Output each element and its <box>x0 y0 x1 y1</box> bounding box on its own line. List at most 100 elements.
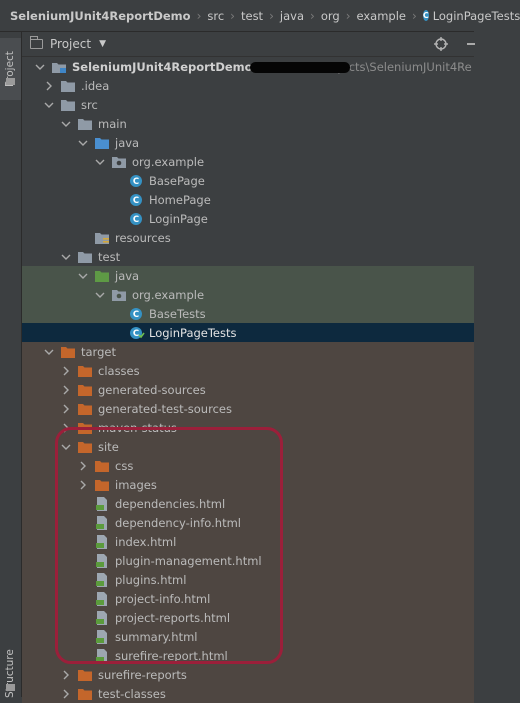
locate-file-icon[interactable] <box>434 37 448 51</box>
navigation-breadcrumb: SeleniumJUnit4ReportDemo › src › test › … <box>0 0 520 32</box>
source-folder-icon <box>94 136 110 150</box>
tree-item-target[interactable]: target <box>22 342 474 361</box>
folder-icon <box>30 36 43 49</box>
tree-item-css[interactable]: css <box>22 456 474 475</box>
tree-item-summary-html[interactable]: summary.html <box>22 627 474 646</box>
tree-label: plugin-management.html <box>115 553 262 568</box>
html-file-icon <box>94 496 110 511</box>
svg-text:C: C <box>133 329 139 339</box>
html-file-icon <box>94 553 110 568</box>
chevron-right-icon[interactable] <box>60 688 72 700</box>
tree-label: site <box>98 439 119 454</box>
chevron-down-icon[interactable] <box>34 61 46 73</box>
tree-item-test[interactable]: test <box>22 247 474 266</box>
tree-item-homepage[interactable]: C HomePage <box>22 190 474 209</box>
tree-label: resources <box>115 230 171 245</box>
tree-item-dependencies-html[interactable]: dependencies.html <box>22 494 474 513</box>
tree-item-images[interactable]: images <box>22 475 474 494</box>
tree-item-surefire-reports[interactable]: surefire-reports <box>22 665 474 684</box>
chevron-right-icon: › <box>196 8 202 23</box>
tree-item-loginpagetests[interactable]: C LoginPageTests <box>22 323 474 342</box>
tree-label: project-info.html <box>115 591 211 606</box>
svg-text:C: C <box>133 177 139 187</box>
structure-tool-tab[interactable]: Structure <box>4 649 16 698</box>
tree-item-project-info-html[interactable]: project-info.html <box>22 589 474 608</box>
excluded-folder-icon <box>60 345 76 359</box>
chevron-down-icon[interactable] <box>60 251 72 263</box>
tree-item-dependency-info-html[interactable]: dependency-info.html <box>22 513 474 532</box>
caret-down-icon[interactable]: ▼ <box>99 39 106 49</box>
breadcrumb-example[interactable]: example <box>356 8 407 23</box>
tree-item-main-java[interactable]: java <box>22 133 474 152</box>
project-panel-header: Project ▼ <box>22 32 475 57</box>
tree-item-surefire-report-html[interactable]: surefire-report.html <box>22 646 474 665</box>
class-icon: C <box>128 212 144 226</box>
tree-item-classes[interactable]: classes <box>22 361 474 380</box>
chevron-down-icon[interactable] <box>43 346 55 358</box>
excluded-folder-icon <box>77 440 93 454</box>
breadcrumb-org[interactable]: org <box>320 8 340 23</box>
breadcrumb-test[interactable]: test <box>240 8 264 23</box>
resources-folder-icon <box>94 231 110 245</box>
tree-item-src[interactable]: src <box>22 95 474 114</box>
tree-item-site[interactable]: site <box>22 437 474 456</box>
chevron-right-icon[interactable] <box>60 669 72 681</box>
folder-icon <box>60 79 76 93</box>
breadcrumb-loginpagetests[interactable]: LoginPageTests <box>432 8 520 23</box>
chevron-right-icon[interactable] <box>60 365 72 377</box>
chevron-right-icon[interactable] <box>60 384 72 396</box>
chevron-right-icon[interactable] <box>43 80 55 92</box>
chevron-down-icon[interactable] <box>94 156 106 168</box>
breadcrumb-src[interactable]: src <box>207 8 225 23</box>
folder-icon <box>77 250 93 264</box>
breadcrumb-project[interactable]: SeleniumJUnit4ReportDemo <box>10 8 191 23</box>
tree-item-generated-test-sources[interactable]: generated-test-sources <box>22 399 474 418</box>
chevron-down-icon[interactable] <box>77 270 89 282</box>
tree-label: test <box>98 249 121 264</box>
tree-item-plugin-management-html[interactable]: plugin-management.html <box>22 551 474 570</box>
minimize-icon[interactable] <box>467 43 475 45</box>
chevron-down-icon[interactable] <box>77 137 89 149</box>
tree-label: surefire-reports <box>98 667 187 682</box>
tree-label: target <box>81 344 116 359</box>
tree-item-idea[interactable]: .idea <box>22 76 474 95</box>
panel-title[interactable]: Project <box>50 37 92 51</box>
structure-icon <box>6 684 15 691</box>
class-icon: C <box>128 193 144 207</box>
tree-item-test-classes[interactable]: test-classes <box>22 684 474 703</box>
tree-label: org.example <box>132 287 205 302</box>
tree-label: org.example <box>132 154 205 169</box>
chevron-right-icon: › <box>345 8 351 23</box>
tree-label: BaseTests <box>149 306 206 321</box>
tree-label: test-classes <box>98 686 166 701</box>
folder-icon <box>60 98 76 112</box>
chevron-right-icon[interactable] <box>60 403 72 415</box>
tree-item-generated-sources[interactable]: generated-sources <box>22 380 474 399</box>
tree-item-project-root[interactable]: SeleniumJUnit4ReportDemo C:\ \Vibha\Proj… <box>22 57 474 76</box>
tree-item-loginpage[interactable]: C LoginPage <box>22 209 474 228</box>
tree-item-main[interactable]: main <box>22 114 474 133</box>
tree-label: java <box>115 268 140 283</box>
tree-label: summary.html <box>115 629 198 644</box>
chevron-down-icon[interactable] <box>43 99 55 111</box>
redaction-bar <box>250 62 350 73</box>
breadcrumb-java[interactable]: java <box>279 8 304 23</box>
project-tool-tab[interactable]: Project <box>0 38 21 100</box>
html-file-icon <box>94 648 110 663</box>
chevron-down-icon[interactable] <box>94 289 106 301</box>
excluded-folder-icon <box>77 687 93 701</box>
chevron-down-icon[interactable] <box>60 118 72 130</box>
tree-item-test-package[interactable]: org.example <box>22 285 474 304</box>
tree-item-basetests[interactable]: C BaseTests <box>22 304 474 323</box>
tree-item-project-reports-html[interactable]: project-reports.html <box>22 608 474 627</box>
tree-item-index-html[interactable]: index.html <box>22 532 474 551</box>
tree-item-basepage[interactable]: C BasePage <box>22 171 474 190</box>
test-folder-icon <box>94 269 110 283</box>
html-file-icon <box>94 629 110 644</box>
tree-item-test-java[interactable]: java <box>22 266 474 285</box>
html-file-icon <box>94 610 110 625</box>
tree-item-resources[interactable]: resources <box>22 228 474 247</box>
tree-item-plugins-html[interactable]: plugins.html <box>22 570 474 589</box>
tree-item-main-package[interactable]: org.example <box>22 152 474 171</box>
tree-label: surefire-report.html <box>115 648 228 663</box>
